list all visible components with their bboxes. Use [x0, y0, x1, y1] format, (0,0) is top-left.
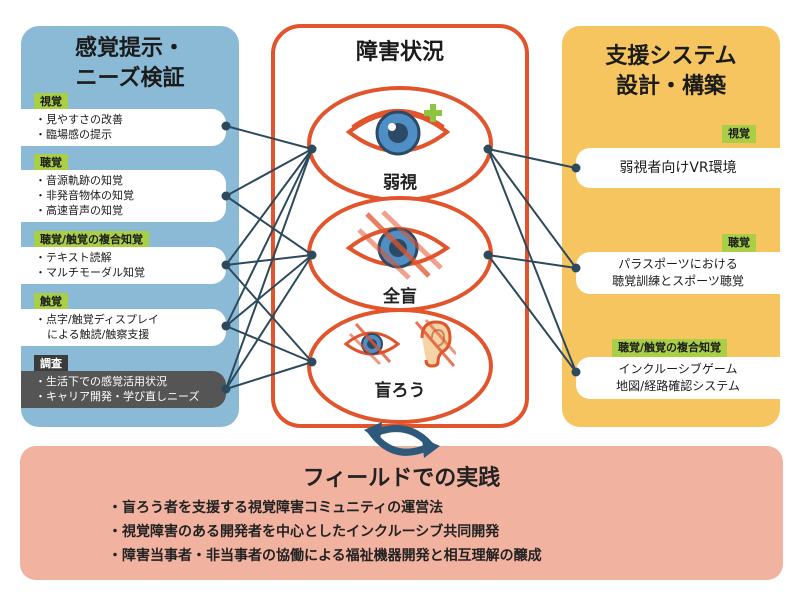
right-box-parasports: パラスポーツにおける 聴覚訓練とスポーツ聴覚	[576, 252, 780, 294]
list-item: ・非発音物体の知覚	[35, 189, 134, 202]
bottom-panel: フィールドでの実践 ・盲ろう者を支援する視覚障害コミュニティの運営法 ・視覚障害…	[20, 446, 783, 580]
list-item: ・臨場感の提示	[35, 128, 112, 141]
list-item: ・視覚障害のある開発者を中心としたインクルーシブ共同開発	[108, 524, 500, 540]
left-box-hearing: ・音源軌跡の知覚 ・非発音物体の知覚 ・高速音声の知覚	[21, 170, 226, 222]
condition-deafblind	[307, 308, 493, 424]
left-box-touch: ・点字/触覚ディスプレイ による触読/触察支援	[21, 309, 226, 346]
condition-label-total-blind: 全盲	[383, 287, 417, 307]
eye-small-crossed-icon	[343, 322, 401, 366]
right-title-line2: 設計・構築	[615, 74, 726, 99]
left-tag-multimodal: 聴覚/触覚の複合知覚	[34, 231, 150, 249]
right-tag-hearing: 聴覚	[722, 234, 756, 252]
list-item: ・生活下での感覚活用状況	[35, 375, 167, 388]
right-panel-title: 支援システム 設計・構築	[562, 42, 780, 102]
bottom-panel-title: フィールドでの実践	[302, 466, 501, 491]
left-tag-touch: 触覚	[34, 293, 68, 311]
condition-label-deafblind: 盲ろう	[374, 381, 426, 401]
center-panel-title: 障害状況	[355, 40, 444, 65]
list-item: ・盲ろう者を支援する視覚障害コミュニティの運営法	[108, 500, 444, 516]
left-tag-survey: 調査	[34, 355, 68, 373]
right-box-line: インクルーシブゲーム	[618, 362, 738, 376]
left-panel-title: 感覚提示・ ニーズ検証	[21, 34, 239, 94]
right-box-vr: 弱視者向けVR環境	[576, 148, 780, 188]
left-box-vision: ・見やすさの改善 ・臨場感の提示	[21, 109, 226, 146]
ear-crossed-icon	[414, 319, 456, 368]
left-tag-vision: 視覚	[34, 93, 68, 111]
left-box-multimodal: ・テキスト読解 ・マルチモーダル知覚	[21, 247, 226, 284]
right-title-line1: 支援システム	[605, 44, 737, 69]
right-box-games: インクルーシブゲーム 地図/経路確認システム	[576, 357, 780, 399]
list-item: ・キャリア開発・学び直しニーズ	[35, 390, 200, 403]
right-tag-multimodal: 聴覚/触覚の複合知覚	[612, 339, 728, 357]
right-box-line: パラスポーツにおける	[618, 257, 738, 271]
eye-plus-icon	[345, 104, 451, 156]
left-box-survey: ・生活下での感覚活用状況 ・キャリア開発・学び直しニーズ	[21, 371, 226, 408]
cycle-arrows-icon	[364, 422, 440, 458]
left-title-line2: ニーズ検証	[75, 66, 185, 91]
right-tag-vision: 視覚	[722, 125, 756, 143]
right-box-line: 地図/経路確認システム	[616, 379, 740, 393]
left-tag-hearing: 聴覚	[34, 154, 68, 172]
list-item: ・高速音声の知覚	[35, 204, 123, 217]
condition-label-low-vision: 弱視	[383, 173, 417, 193]
right-box-line: 聴覚訓練とスポーツ聴覚	[612, 274, 744, 288]
list-item: ・マルチモーダル知覚	[35, 266, 145, 279]
list-item: ・音源軌跡の知覚	[35, 174, 123, 187]
list-item: ・見やすさの改善	[35, 113, 123, 126]
list-item: ・テキスト読解	[35, 251, 112, 264]
list-item: による触読/触察支援	[47, 328, 150, 341]
left-title-line1: 感覚提示・	[74, 36, 185, 61]
bottom-bullet-list: ・盲ろう者を支援する視覚障害コミュニティの運営法 ・視覚障害のある開発者を中心と…	[108, 496, 542, 568]
eye-crossed-icon	[345, 210, 451, 280]
list-item: ・障害当事者・非当事者の協働による福祉機器開発と相互理解の醸成	[108, 548, 542, 564]
list-item: ・点字/触覚ディスプレイ	[35, 313, 159, 326]
right-box-line: 弱視者向けVR環境	[619, 160, 737, 176]
